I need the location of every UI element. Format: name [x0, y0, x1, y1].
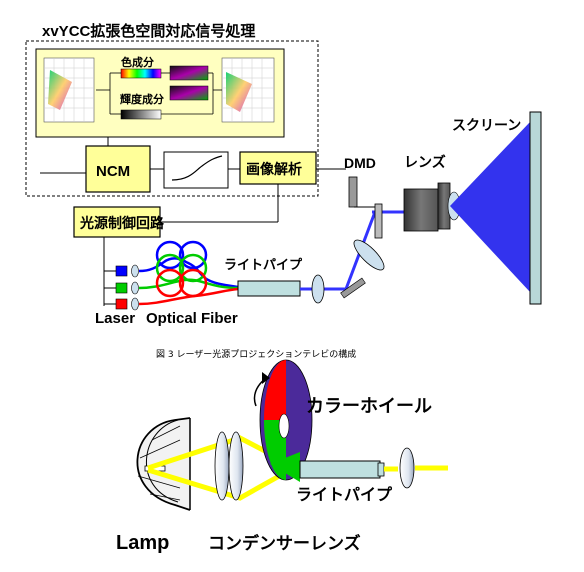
light-pipe-cap	[377, 462, 385, 477]
pipe-exit-lens	[311, 274, 325, 304]
laser-red	[115, 298, 128, 310]
condenser-lens-2	[228, 431, 244, 501]
laser-blue	[115, 265, 128, 277]
light-pipe-label-bottom: ライトパイプ	[296, 485, 393, 504]
dmd-mirror	[374, 203, 383, 239]
green-beam	[270, 452, 300, 482]
color-output-bar	[169, 65, 209, 81]
screen	[529, 111, 542, 305]
condenser-lens-1	[214, 431, 230, 501]
light-control-label: 光源制御回路	[79, 215, 165, 231]
signal-processing-title: xvYCC拡張色空間対応信号処理	[42, 22, 255, 40]
color-rainbow-bar	[120, 68, 162, 79]
condenser-label: コンデンサーレンズ	[208, 533, 361, 553]
output-lens	[399, 447, 415, 489]
image-analysis-box	[239, 151, 317, 185]
laser-green	[115, 282, 128, 294]
luma-component-label: 輝度成分	[120, 92, 164, 106]
lamp-label: Lamp	[116, 532, 169, 554]
color-wheel-label: カラーホイール	[306, 396, 432, 416]
color-component-label: 色成分	[121, 55, 154, 69]
luma-output-bar	[169, 85, 209, 101]
ncm-box	[85, 145, 151, 193]
rotation-arrowhead	[262, 372, 270, 384]
light-control-box	[73, 206, 161, 238]
fold-mirror	[340, 277, 366, 299]
input-gamut-chart	[43, 57, 95, 123]
panel-connectors	[96, 72, 222, 115]
tone-curve	[171, 155, 223, 181]
image-analysis-label: 画像解析	[246, 161, 302, 177]
figure-caption: 図 3 レーザー光源プロジェクションテレビの構成	[156, 348, 356, 360]
dmd-chip	[348, 176, 358, 208]
dmd-label: DMD	[344, 155, 376, 171]
luma-gray-bar	[120, 109, 162, 120]
projection-cone	[450, 122, 530, 292]
output-gamut-chart	[221, 57, 275, 123]
laser-label: Laser	[95, 310, 135, 327]
laser-control-lines	[103, 237, 116, 306]
signal-processing-frame	[25, 40, 319, 197]
relay-lens	[353, 239, 385, 271]
optical-fiber-label: Optical Fiber	[146, 310, 238, 327]
light-pipe-label-top: ライトパイプ	[224, 257, 303, 272]
projection-lens-body	[403, 188, 439, 232]
optical-fibers	[138, 240, 239, 306]
ncm-label: NCM	[96, 163, 130, 180]
light-pipe-top	[237, 280, 301, 297]
light-pipe-bottom	[299, 460, 381, 479]
screen-label: スクリーン	[452, 117, 521, 133]
lens-label: レンズ	[404, 154, 446, 170]
